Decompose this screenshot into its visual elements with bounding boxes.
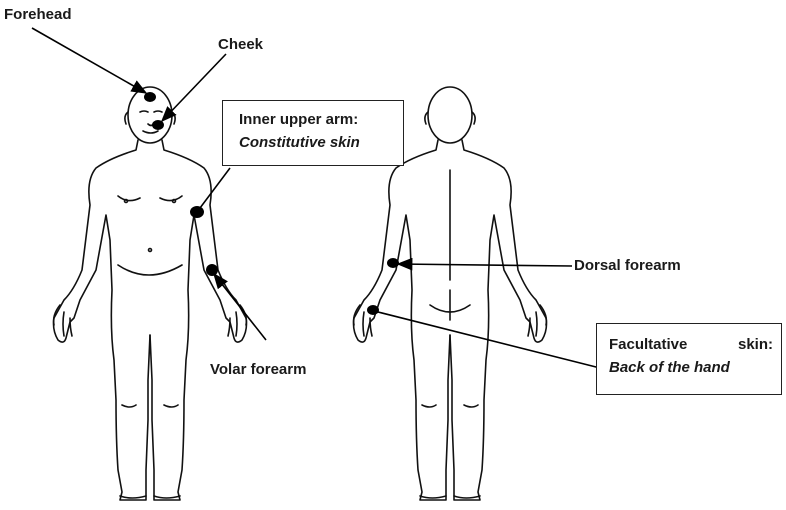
forehead-marker	[144, 92, 156, 102]
front-body-figure	[54, 87, 247, 500]
cheek-label: Cheek	[218, 36, 263, 53]
cheek-arrow	[162, 54, 226, 121]
dorsal-forearm-label: Dorsal forearm	[574, 257, 681, 274]
forehead-label: Forehead	[4, 6, 72, 23]
cheek-marker	[152, 120, 164, 130]
inner-upper-arm-line	[200, 168, 230, 208]
facultative-skin-box: Facultative skin: Back of the hand	[596, 323, 782, 395]
inner-upper-arm-marker	[190, 206, 204, 218]
constitutive-skin-subtitle: Constitutive skin	[239, 134, 403, 151]
forehead-arrow	[32, 28, 146, 93]
inner-upper-arm-title: Inner upper arm:	[239, 111, 403, 128]
leader-lines	[32, 28, 600, 368]
volar-forearm-marker	[206, 264, 218, 276]
dorsal-forearm-arrow	[398, 264, 572, 266]
back-of-hand-subtitle: Back of the hand	[609, 359, 773, 376]
skin-word: skin:	[738, 336, 773, 353]
facultative-skin-title: Facultative skin:	[609, 336, 773, 353]
inner-upper-arm-box: Inner upper arm: Constitutive skin	[222, 100, 404, 166]
back-of-hand-marker	[367, 305, 379, 315]
volar-forearm-label: Volar forearm	[210, 361, 306, 378]
facultative-word: Facultative	[609, 336, 687, 353]
dorsal-forearm-marker	[387, 258, 399, 268]
